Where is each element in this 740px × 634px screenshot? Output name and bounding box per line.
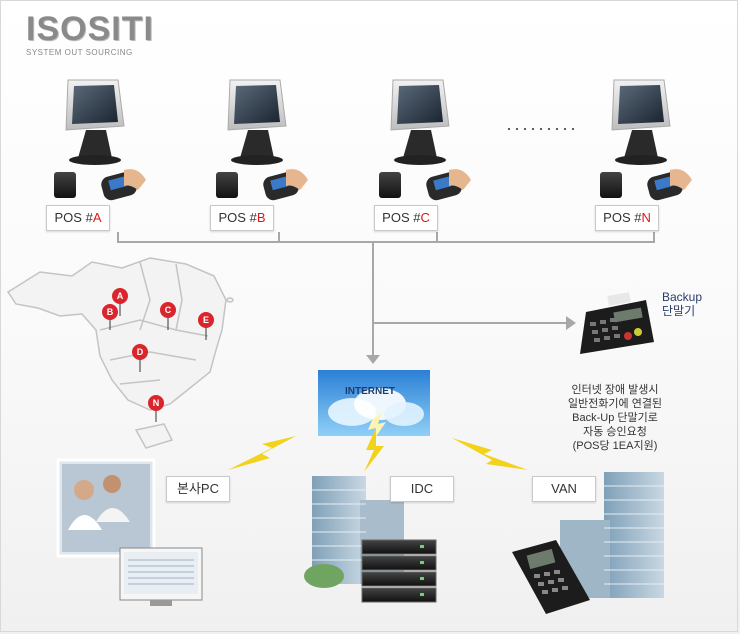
- hq-pc-label: 본사PC: [166, 476, 230, 502]
- pos-terminal-b-graphic: [216, 79, 308, 201]
- backup-desc-line: (POS당 1EA지원): [572, 440, 658, 452]
- backup-desc-line: Back-Up 단말기로: [572, 412, 658, 424]
- more-terminals-ellipsis: ·········: [506, 118, 578, 138]
- backup-title-line2: 단말기: [662, 304, 696, 318]
- pos-label-id: A: [92, 210, 102, 225]
- van-building-graphic: [512, 472, 664, 614]
- map-marker-d: D: [137, 347, 144, 357]
- pos-terminal-a-graphic: [54, 79, 146, 201]
- map-marker-c-pin: [160, 302, 176, 318]
- map-marker-e: E: [203, 315, 209, 325]
- connection-lines: [117, 232, 655, 358]
- backup-terminal-graphic: [580, 292, 654, 354]
- van-label: VAN: [532, 476, 596, 502]
- backup-title: Backup 단말기: [662, 290, 702, 318]
- logo-title: ISOSITI: [26, 10, 154, 48]
- map-marker-n: N: [153, 398, 160, 408]
- pos-label-prefix: POS #: [218, 210, 257, 225]
- map-marker-c: C: [165, 305, 172, 315]
- logo: ISOSITI SYSTEM OUT SOURCING: [26, 12, 154, 57]
- pos-label-id: B: [256, 210, 266, 225]
- backup-title-line1: Backup: [662, 290, 703, 304]
- pos-label-prefix: POS #: [382, 210, 421, 225]
- map-markers: [102, 288, 214, 422]
- pos-label-a: POS #A: [46, 205, 110, 231]
- map-marker-a-pin: [112, 288, 128, 304]
- map-marker-d-pin: [132, 344, 148, 360]
- logo-subtitle: SYSTEM OUT SOURCING: [26, 48, 133, 57]
- pos-label-prefix: POS #: [603, 210, 642, 225]
- korea-map-graphic: [6, 257, 234, 449]
- lightning-idc-graphic: [364, 428, 384, 472]
- pos-label-b: POS #B: [210, 205, 274, 231]
- idc-building-graphic: [304, 476, 437, 603]
- pos-terminal-c-graphic: [379, 79, 471, 201]
- map-marker-b: B: [107, 307, 114, 317]
- internet-label: INTERNET: [345, 386, 395, 397]
- backup-desc-line: 자동 승인요청: [583, 426, 647, 438]
- pos-label-id: C: [420, 210, 430, 225]
- arrow-to-internet: [366, 355, 380, 364]
- internet-cloud-graphic: [318, 370, 430, 442]
- map-marker-a: A: [117, 291, 124, 301]
- backup-desc-line: 인터넷 장애 발생시: [571, 384, 659, 396]
- hq-office-graphic: [56, 458, 203, 606]
- lightning-hq-graphic: [228, 436, 296, 470]
- pos-label-id: N: [641, 210, 651, 225]
- backup-desc-line: 일반전화기에 연결된: [567, 398, 663, 410]
- pos-label-c: POS #C: [374, 205, 438, 231]
- map-marker-n-pin: [148, 395, 164, 411]
- map-marker-e-pin: [198, 312, 214, 328]
- idc-label: IDC: [390, 476, 454, 502]
- map-marker-b-pin: [102, 304, 118, 320]
- pos-terminal-n-graphic: [600, 79, 692, 201]
- backup-description: 인터넷 장애 발생시 일반전화기에 연결된 Back-Up 단말기로 자동 승인…: [560, 383, 670, 453]
- lightning-van-graphic: [452, 438, 528, 470]
- arrow-to-backup: [566, 316, 576, 330]
- pos-label-n: POS #N: [595, 205, 659, 231]
- pos-label-prefix: POS #: [54, 210, 93, 225]
